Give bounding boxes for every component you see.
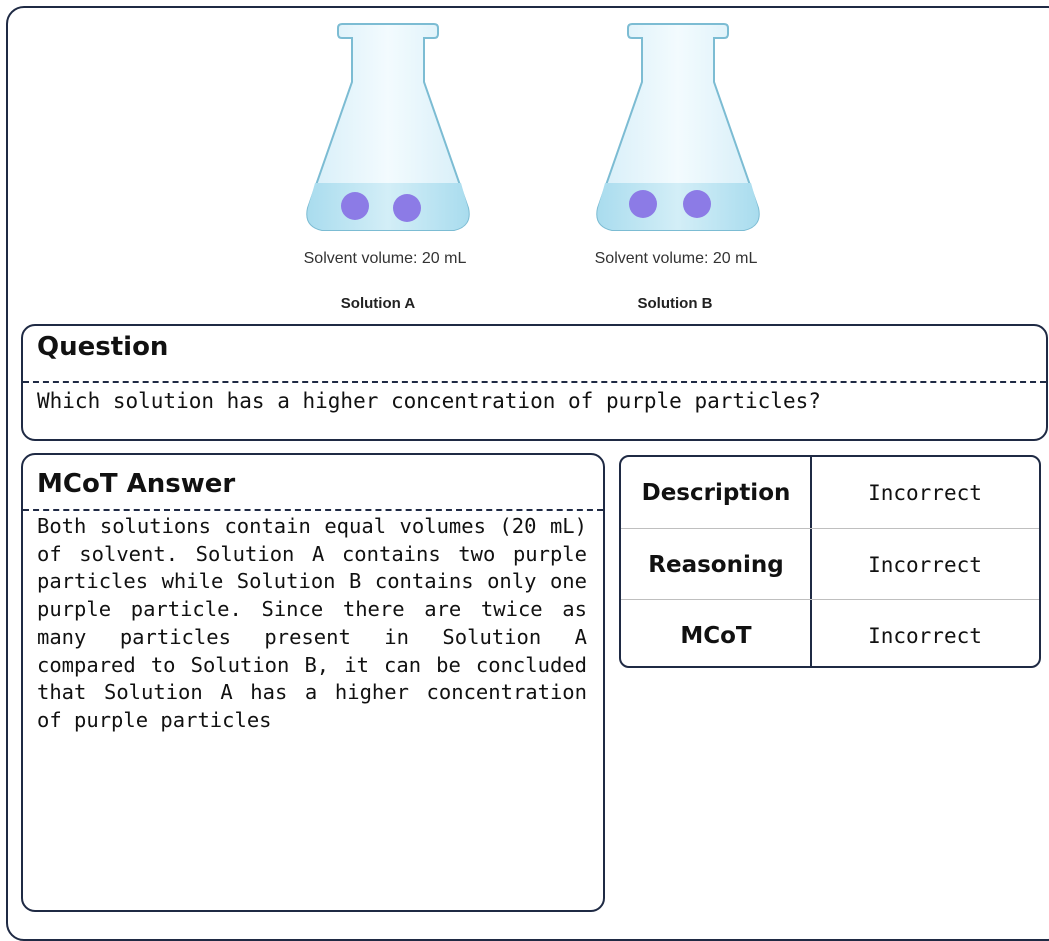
table-row-mcot: MCoT Incorrect <box>621 600 1039 666</box>
particle-b-1 <box>629 190 657 218</box>
row-label: Description <box>641 479 791 506</box>
table-divider <box>621 528 1039 529</box>
solution-a-name: Solution A <box>340 295 416 312</box>
row-value: Incorrect <box>868 623 982 648</box>
answer-text: Both solutions contain equal volumes (20… <box>37 514 587 732</box>
table-column-divider <box>810 457 812 666</box>
particle-b-2 <box>683 190 711 218</box>
solution-b-volume: Solvent volume: 20 mL <box>594 250 758 267</box>
question-title: Question <box>37 332 169 362</box>
answer-divider <box>23 509 603 511</box>
flask-b-icon <box>596 23 760 231</box>
evaluation-table: Description Incorrect Reasoning Incorrec… <box>619 455 1041 668</box>
particle-a-1 <box>341 192 369 220</box>
table-divider <box>621 599 1039 600</box>
row-value: Incorrect <box>868 552 982 577</box>
question-divider <box>23 381 1046 383</box>
flask-a-icon <box>306 23 470 231</box>
row-label: MCoT <box>680 622 752 649</box>
question-text: Which solution has a higher concentratio… <box>37 389 821 413</box>
solution-a-volume: Solvent volume: 20 mL <box>303 250 467 267</box>
question-box: Question Which solution has a higher con… <box>21 324 1048 441</box>
table-row-reasoning: Reasoning Incorrect <box>621 529 1039 600</box>
row-label: Reasoning <box>648 551 784 578</box>
answer-title: MCoT Answer <box>37 469 236 499</box>
row-value: Incorrect <box>868 480 982 505</box>
solution-b-name: Solution B <box>637 295 713 312</box>
particle-a-2 <box>393 194 421 222</box>
answer-box: MCoT Answer Both solutions contain equal… <box>21 453 605 912</box>
table-row-description: Description Incorrect <box>621 457 1039 528</box>
